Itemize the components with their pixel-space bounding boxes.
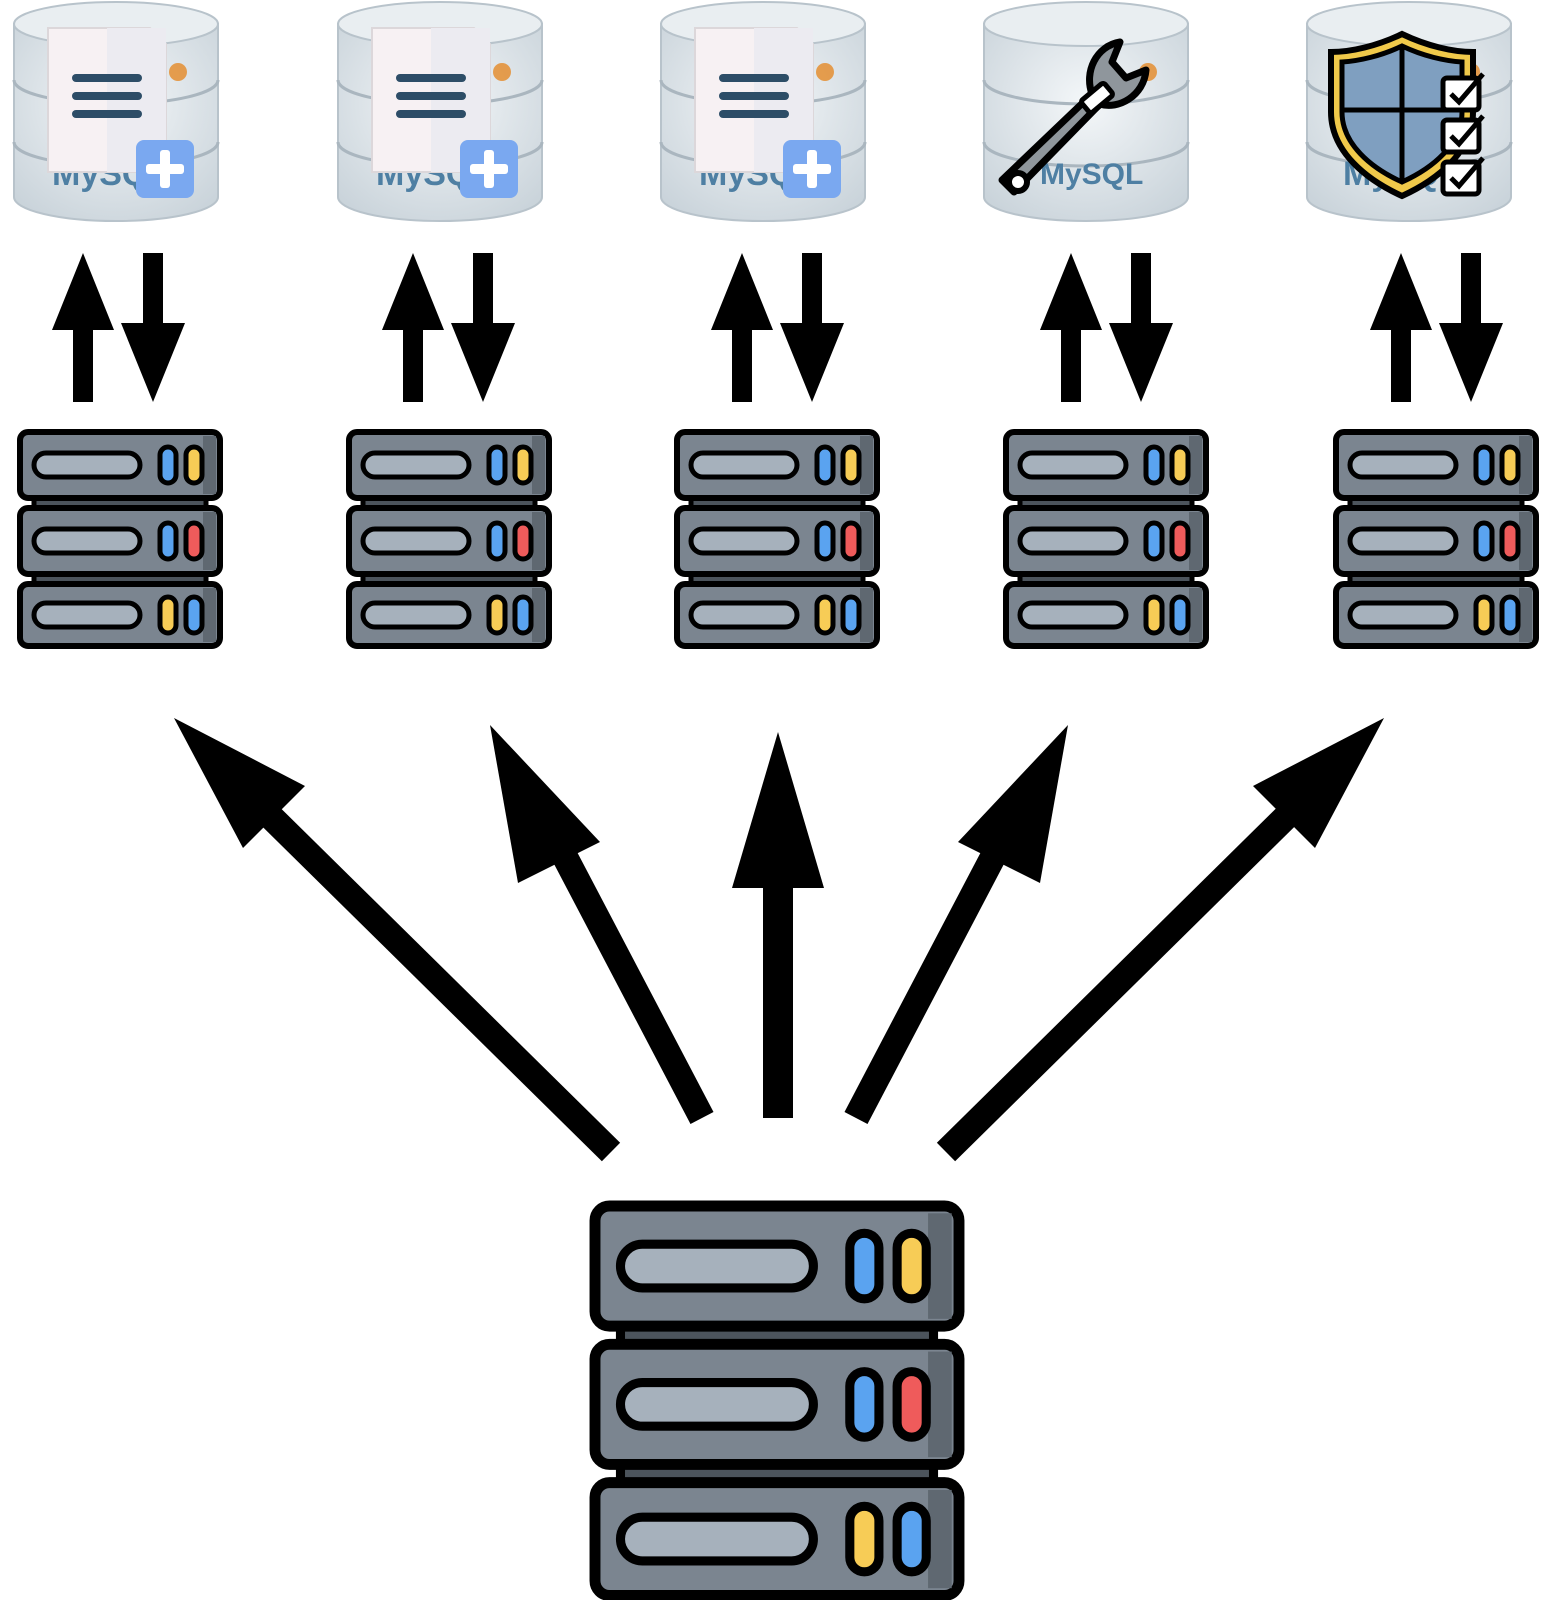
server-rack-icon [1006,432,1206,646]
database-5: MySQL [1305,0,1513,223]
server-rack-icon [20,432,220,646]
database-4: MySQL [982,0,1190,223]
sync-arrow-pair-1 [52,253,185,402]
database-1: MySQL [12,0,220,223]
distribution-arrow-1 [174,718,621,1162]
distribution-arrow-2 [490,725,714,1125]
replica-server-3 [677,432,877,646]
arrow-up [1370,253,1432,402]
database-3: MySQL [659,0,867,223]
arrow-up [1040,253,1102,402]
distribution-arrow-4 [844,725,1068,1125]
arrow-down [121,253,185,402]
arrow-down [1109,253,1173,402]
database-2: MySQL [336,0,544,223]
arrow-up [382,253,444,402]
replica-server-4 [1006,432,1206,646]
replica-server-1 [20,432,220,646]
arrow-down [451,253,515,402]
server-rack-icon [595,1206,959,1595]
central-server [595,1206,959,1595]
sync-arrow-pair-5 [1370,253,1503,402]
arrow-down [1439,253,1503,402]
sync-arrow-pair-3 [711,253,844,402]
distribution-arrow-3 [732,732,824,1118]
sync-arrows [52,253,1503,402]
wrench-icon [998,38,1150,196]
server-rack-icon [677,432,877,646]
arrow-down [780,253,844,402]
sync-arrow-pair-2 [382,253,515,402]
shield-checklist-icon [1328,30,1485,200]
mysql-logo-text: MySQL [1040,158,1143,191]
sync-arrow-pair-4 [1040,253,1173,402]
replica-server-2 [349,432,549,646]
server-rack-icon [1336,432,1536,646]
replica-server-5 [1336,432,1536,646]
arrow-up [52,253,114,402]
distribution-arrow-5 [936,718,1384,1162]
distribution-arrows [174,718,1384,1162]
server-rack-icon [349,432,549,646]
arrow-up [711,253,773,402]
